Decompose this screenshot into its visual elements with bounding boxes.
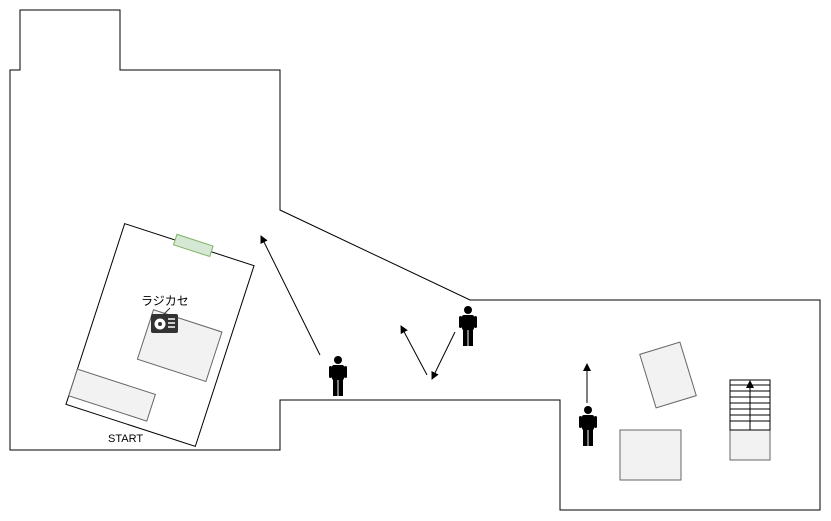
person-icon [329, 356, 347, 396]
path-arrow [400, 325, 428, 376]
start-room [65, 223, 255, 447]
floor-plan-walls [9, 9, 821, 511]
start-label: START [108, 433, 143, 445]
radio-cassette-icon [151, 307, 178, 333]
table [619, 429, 682, 481]
person-icon [579, 406, 597, 446]
person-icon [459, 306, 477, 346]
desk [68, 368, 157, 422]
tilted-cabinet [639, 341, 697, 409]
staircase [729, 379, 771, 461]
radio-label: ラジカセ [141, 294, 189, 308]
path-arrow [431, 331, 456, 380]
window [172, 233, 214, 258]
path-arrow [260, 235, 321, 356]
